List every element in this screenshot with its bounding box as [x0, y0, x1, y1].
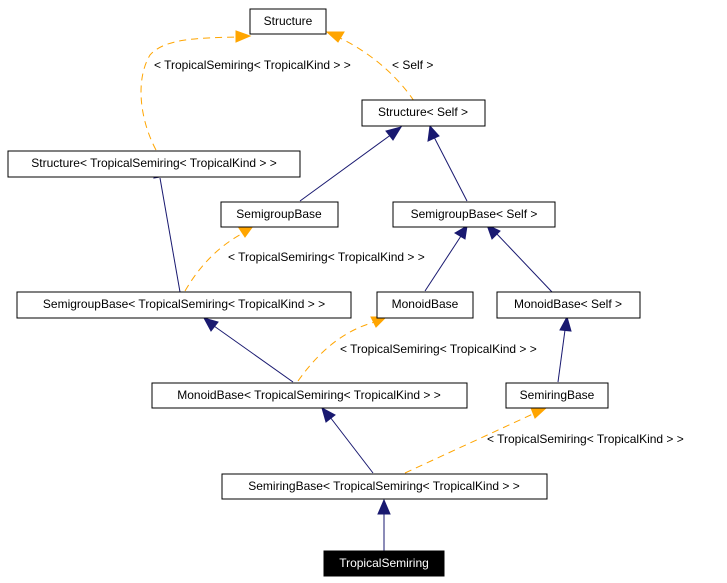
arrowhead-semigroupbase-tropical: [202, 317, 219, 332]
edge-label-structure-tropical: < TropicalSemiring< TropicalKind > >: [154, 58, 351, 72]
arrowhead-semigroupbase: [238, 225, 255, 238]
edge-monoidbase-self-to-semigroupbase-self: [495, 232, 553, 293]
edge-structure-self-to-structure: [339, 37, 415, 102]
node-semigroupbase-self-label: SemigroupBase< Self >: [411, 207, 538, 221]
arrowhead-structure: [325, 31, 345, 43]
arrowhead-structure-self: [385, 126, 403, 141]
arrowhead-monoidbase-self: [559, 315, 572, 332]
node-semiringbase-tropical[interactable]: SemiringBase< TropicalSemiring< Tropical…: [221, 473, 548, 500]
node-semigroupbase-tropical[interactable]: SemigroupBase< TropicalSemiring< Tropica…: [16, 291, 352, 319]
edge-semigroupbase-self-to-structure-self: [433, 136, 468, 202]
node-semiringbase-tropical-label: SemiringBase< TropicalSemiring< Tropical…: [248, 479, 519, 493]
edge-monoidbase-to-semigroupbase-self: [424, 235, 462, 292]
node-semiringbase-label: SemiringBase: [520, 388, 595, 402]
edge-monoidbase-tropical-to-semigroupbase-tropical: [213, 325, 294, 383]
node-structure[interactable]: Structure: [249, 8, 327, 35]
node-structure-tropical[interactable]: Structure< TropicalSemiring< TropicalKin…: [7, 150, 301, 178]
node-semigroupbase-label: SemigroupBase: [236, 207, 322, 221]
edge-label-monoidbase-tropical: < TropicalSemiring< TropicalKind > >: [340, 342, 537, 356]
edge-semigroupbase-tropical-to-structure-tropical: [159, 177, 181, 293]
arrowhead-structure-self-2: [427, 124, 440, 142]
arrowhead-semiringbase: [530, 407, 548, 419]
edge-semigroupbase-tropical-to-semigroupbase: [184, 231, 246, 292]
arrowhead-structure-2: [235, 30, 252, 43]
edge-label-semigroupbase-tropical: < TropicalSemiring< TropicalKind > >: [228, 250, 425, 264]
node-monoidbase[interactable]: MonoidBase: [376, 291, 474, 319]
node-semigroupbase-tropical-label: SemigroupBase< TropicalSemiring< Tropica…: [43, 297, 325, 311]
node-structure-tropical-label: Structure< TropicalSemiring< TropicalKin…: [31, 156, 276, 170]
edge-semiringbase-tropical-to-monoidbase-tropical: [329, 416, 374, 474]
edge-monoidbase-tropical-to-monoidbase: [297, 321, 376, 382]
edge-semigroupbase-to-structure-self: [299, 133, 393, 202]
edge-label-semiringbase-tropical: < TropicalSemiring< TropicalKind > >: [487, 432, 684, 446]
node-semigroupbase[interactable]: SemigroupBase: [220, 201, 339, 228]
node-tropicalsemiring[interactable]: TropicalSemiring: [323, 550, 445, 577]
node-structure-self[interactable]: Structure< Self >: [361, 99, 486, 127]
node-semigroupbase-self[interactable]: SemigroupBase< Self >: [392, 201, 556, 228]
edge-structure-tropical-to-structure: [140, 36, 238, 151]
arrowhead-monoidbase-tropical: [321, 406, 336, 423]
node-tropicalsemiring-label: TropicalSemiring: [339, 556, 429, 570]
arrowhead-semigroupbase-self-2: [486, 224, 501, 240]
node-monoidbase-self-label: MonoidBase< Self >: [514, 297, 622, 311]
node-structure-self-label: Structure< Self >: [378, 105, 468, 119]
arrowhead-semiringbase-tropical: [377, 498, 391, 515]
node-monoidbase-tropical-label: MonoidBase< TropicalSemiring< TropicalKi…: [177, 388, 440, 402]
node-monoidbase-label: MonoidBase: [392, 297, 459, 311]
node-monoidbase-tropical[interactable]: MonoidBase< TropicalSemiring< TropicalKi…: [151, 382, 468, 409]
arrowhead-semigroupbase-self: [454, 225, 468, 240]
edge-label-structure-self: < Self >: [392, 58, 433, 72]
node-structure-label: Structure: [264, 14, 313, 28]
edge-semiringbase-to-monoidbase-self: [557, 329, 566, 383]
node-monoidbase-self[interactable]: MonoidBase< Self >: [496, 291, 641, 319]
node-semiringbase[interactable]: SemiringBase: [505, 382, 609, 409]
